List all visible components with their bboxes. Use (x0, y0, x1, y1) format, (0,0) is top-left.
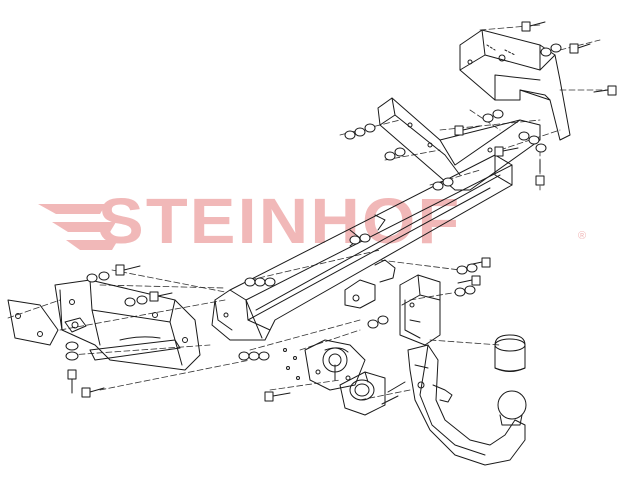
tow-ball-neck (407, 344, 527, 466)
electrical-socket (304, 339, 386, 416)
bolt (454, 125, 481, 136)
assembly-guide-lines (7, 24, 611, 401)
watermark-brand: STEINHOF (98, 185, 462, 257)
bolt (457, 275, 481, 286)
bolt (115, 264, 141, 276)
receiver-socket (399, 274, 441, 346)
bolt (381, 381, 406, 405)
bolt (593, 85, 617, 96)
right-side-rail (377, 97, 541, 191)
main-cross-beam (211, 154, 513, 341)
left-side-bracket (7, 279, 201, 371)
bolt (535, 159, 545, 186)
bolt (67, 369, 77, 394)
bolt (149, 291, 173, 302)
top-right-bracket (459, 29, 571, 141)
bolt (521, 21, 546, 32)
bolt (569, 43, 591, 54)
washer-nut-set (65, 43, 562, 361)
ball-cover-cap (494, 334, 526, 372)
bolt (494, 146, 519, 157)
watermark-registered-mark: ® (578, 230, 587, 242)
small-screws (283, 348, 300, 380)
fasteners (65, 21, 617, 405)
bolt (264, 391, 291, 402)
bolt (81, 387, 105, 398)
